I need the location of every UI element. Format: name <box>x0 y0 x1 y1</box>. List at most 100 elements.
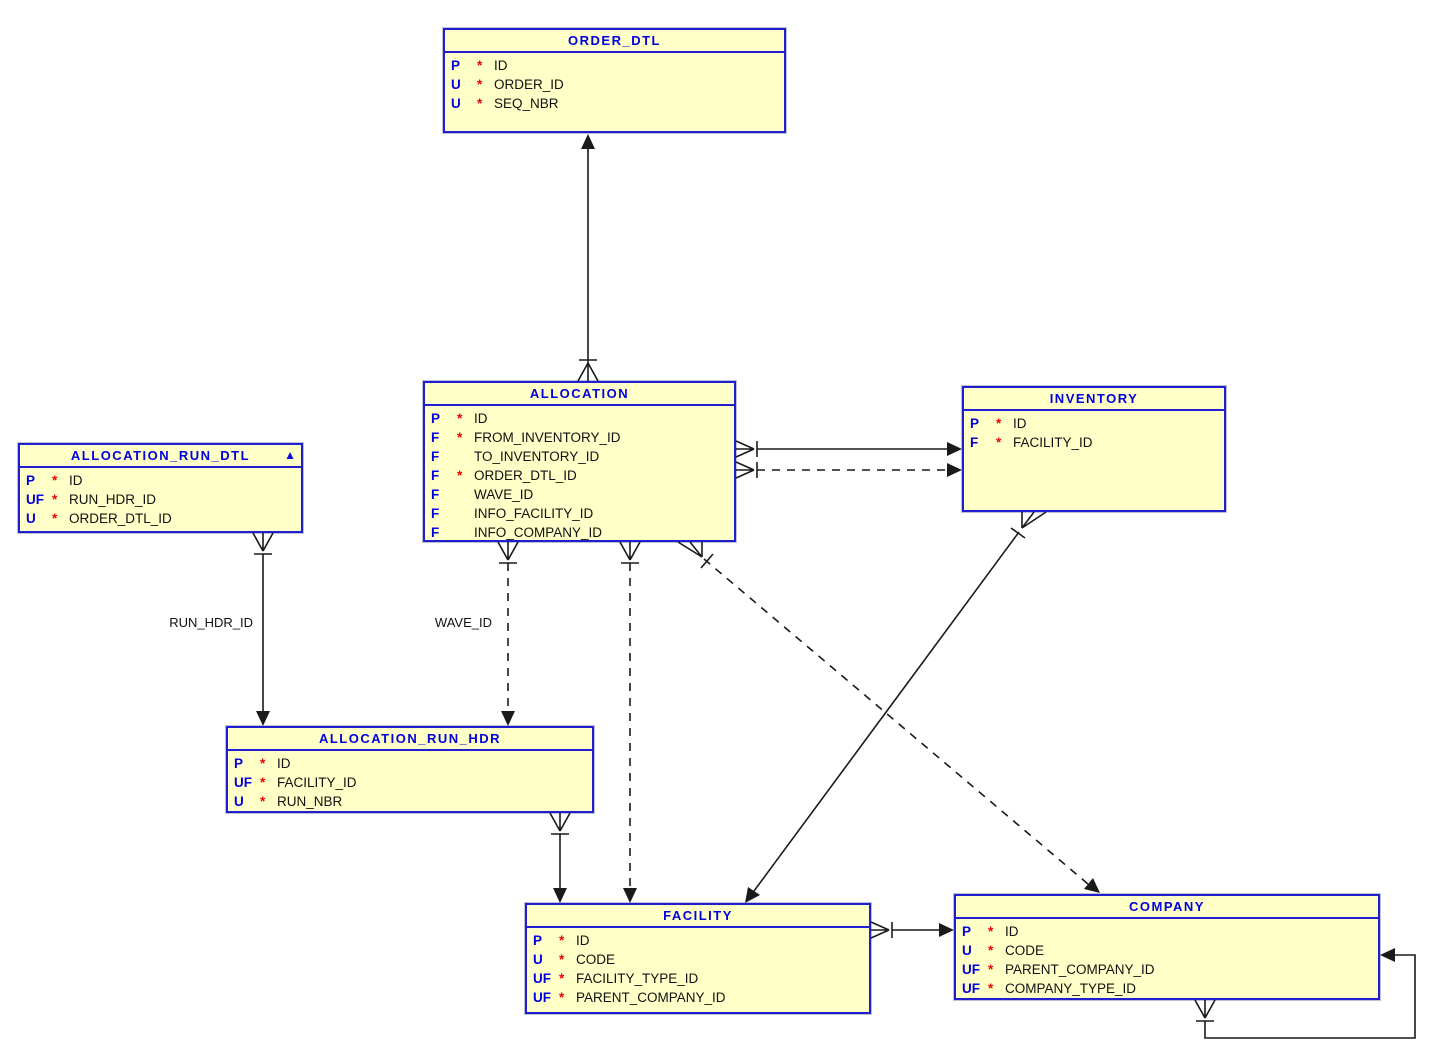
column-row: UF*COMPANY_TYPE_ID <box>956 979 1378 998</box>
column-required-flag: * <box>559 971 565 986</box>
column-required-flag: * <box>988 924 994 939</box>
column-name: ID <box>474 411 488 426</box>
column-name: ID <box>494 58 508 73</box>
column-name: CODE <box>1005 943 1045 958</box>
rel-run-hdr-facility[interactable] <box>549 812 571 903</box>
column-row: U*CODE <box>956 941 1378 960</box>
column-key-flag: P <box>234 756 244 771</box>
column-key-flag: U <box>26 511 36 526</box>
column-key-flag: F <box>431 487 440 502</box>
collapse-triangle-icon[interactable]: ▲ <box>284 448 296 462</box>
column-row: P*ID <box>527 931 869 950</box>
entity-title: COMPANY <box>956 896 1378 919</box>
column-name: FACILITY_ID <box>277 775 357 790</box>
relationship-label-run-hdr-id: RUN_HDR_ID <box>169 615 253 630</box>
column-required-flag <box>457 447 474 466</box>
rel-allocation-company[interactable] <box>677 541 1100 893</box>
column-name: ORDER_ID <box>494 77 564 92</box>
column-row: P*ID <box>20 471 301 490</box>
column-name: WAVE_ID <box>474 487 534 502</box>
column-name: ID <box>69 473 83 488</box>
column-required-flag: * <box>457 468 463 483</box>
rel-facility-company[interactable] <box>870 921 954 939</box>
column-row: F WAVE_ID <box>425 485 734 504</box>
column-row: F INFO_COMPANY_ID <box>425 523 734 542</box>
rel-allocation-inventory-from[interactable] <box>735 440 962 458</box>
column-key-flag: F <box>431 506 440 521</box>
column-key-flag: UF <box>962 981 980 996</box>
column-row: P * ID <box>228 754 592 773</box>
column-required-flag: * <box>260 794 266 809</box>
column-name: FACILITY_ID <box>1013 435 1093 450</box>
column-key-flag: UF <box>962 962 980 977</box>
column-row: UF*FACILITY_TYPE_ID <box>527 969 869 988</box>
column-row: UF * PARENT_COMPANY_ID <box>956 960 1378 979</box>
column-key-flag: F <box>431 525 440 540</box>
entity-title: ALLOCATION <box>425 383 734 406</box>
column-key-flag: P <box>451 58 461 73</box>
rel-allocation-run-hdr[interactable] <box>497 541 519 726</box>
column-row: U*CODE <box>527 950 869 969</box>
column-row: F INFO_FACILITY_ID <box>425 504 734 523</box>
column-name: INFO_COMPANY_ID <box>474 525 603 540</box>
entity-title: ALLOCATION_RUN_HDR <box>228 728 592 751</box>
column-name: FROM_INVENTORY_ID <box>474 430 621 445</box>
column-key-flag: P <box>962 924 972 939</box>
column-name: PARENT_COMPANY_ID <box>1005 962 1155 977</box>
column-key-flag: F <box>431 468 440 483</box>
column-name: SEQ_NBR <box>494 96 559 111</box>
rel-inventory-facility[interactable] <box>745 511 1047 903</box>
column-key-flag: F <box>970 435 979 450</box>
column-name: ID <box>576 933 590 948</box>
column-name: INFO_FACILITY_ID <box>474 506 594 521</box>
column-required-flag: * <box>559 952 565 967</box>
column-required-flag <box>457 523 474 542</box>
entity-title-text: ALLOCATION_RUN_DTL <box>70 448 251 463</box>
rel-allocation-order-dtl[interactable] <box>577 134 599 382</box>
column-required-flag: * <box>457 430 463 445</box>
column-name: ORDER_DTL_ID <box>69 511 172 526</box>
column-name: ORDER_DTL_ID <box>474 468 577 483</box>
column-required-flag: * <box>996 435 1002 450</box>
column-required-flag: * <box>559 933 565 948</box>
entity-title: ORDER_DTL <box>445 30 784 53</box>
column-required-flag: * <box>988 981 994 996</box>
rel-run-dtl-run-hdr[interactable] <box>252 532 274 726</box>
column-required-flag: * <box>996 416 1002 431</box>
column-required-flag: * <box>559 990 565 1005</box>
column-name: PARENT_COMPANY_ID <box>576 990 726 1005</box>
column-required-flag: * <box>52 492 58 507</box>
column-key-flag: U <box>451 77 461 92</box>
column-name: ID <box>1013 416 1027 431</box>
column-key-flag: F <box>431 449 440 464</box>
column-name: RUN_NBR <box>277 794 343 809</box>
column-key-flag: P <box>431 411 441 426</box>
column-required-flag <box>457 485 474 504</box>
column-name: ID <box>277 756 291 771</box>
column-key-flag: U <box>533 952 543 967</box>
column-required-flag: * <box>988 962 994 977</box>
column-key-flag: U <box>451 96 461 111</box>
column-required-flag: * <box>260 756 266 771</box>
column-row: P * ID <box>964 414 1224 433</box>
rel-allocation-inventory-to[interactable] <box>735 461 962 479</box>
column-row: U*ORDER_DTL_ID <box>20 509 301 528</box>
column-row: P*ID <box>445 56 784 75</box>
column-key-flag: UF <box>26 492 44 507</box>
column-required-flag: * <box>260 775 266 790</box>
column-name: FACILITY_TYPE_ID <box>576 971 699 986</box>
rel-allocation-facility[interactable] <box>619 541 641 903</box>
column-key-flag: P <box>970 416 980 431</box>
